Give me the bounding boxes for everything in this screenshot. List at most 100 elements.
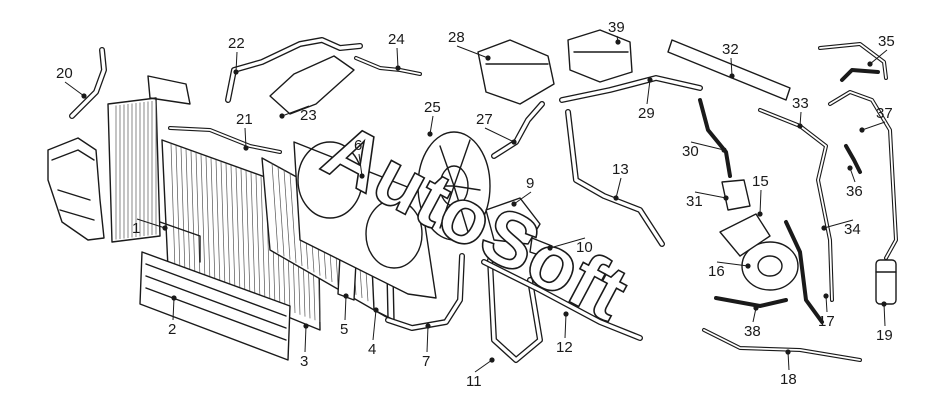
- upper-hoses: [168, 37, 422, 154]
- callout-number: 25: [424, 99, 441, 116]
- coolant-hose-29: [559, 75, 703, 247]
- callout-leader: [64, 81, 85, 97]
- callout-leader: [513, 191, 532, 205]
- callout-dot: [881, 301, 887, 307]
- callout-number: 22: [228, 35, 245, 52]
- callout-number: 3: [300, 353, 308, 370]
- coolant-hose-27: [491, 101, 545, 159]
- cooling-fan: [417, 131, 491, 241]
- fan-shroud: [293, 141, 437, 299]
- callout-dot: [757, 211, 763, 217]
- callout-11: 11: [466, 357, 495, 390]
- callout-dot: [81, 93, 87, 99]
- callout-25: 25: [424, 99, 441, 137]
- callout-22: 22: [228, 35, 245, 75]
- callout-17: 17: [818, 293, 835, 330]
- callout-dot: [233, 69, 239, 75]
- callout-leader: [690, 141, 725, 151]
- callout-24: 24: [388, 31, 405, 71]
- coolant-hose-20: [69, 47, 107, 119]
- callout-dot: [723, 195, 729, 201]
- callout-dot: [859, 127, 865, 133]
- callout-number: 20: [56, 65, 73, 82]
- callout-dot: [785, 349, 791, 355]
- callout-dot: [729, 73, 735, 79]
- callout-number: 7: [422, 353, 430, 370]
- callout-number: 12: [556, 339, 573, 356]
- callout-18: 18: [780, 349, 797, 388]
- callout-leader: [646, 79, 651, 105]
- auxiliary-radiator: [107, 75, 191, 243]
- callout-leader: [396, 47, 399, 69]
- callout-number: 38: [744, 323, 761, 340]
- callout-5: 5: [340, 293, 349, 338]
- callout-number: 9: [526, 175, 534, 192]
- callout-number: 34: [844, 221, 861, 238]
- callout-number: 6: [354, 137, 362, 154]
- callout-leader: [426, 325, 429, 353]
- lower-hoses: [385, 253, 643, 363]
- callout-number: 10: [576, 239, 593, 256]
- callout-number: 28: [448, 29, 465, 46]
- callout-31: 31: [686, 191, 729, 210]
- callout-leader: [244, 127, 247, 149]
- callout-leader: [694, 191, 727, 199]
- ac-compressor: [719, 179, 799, 291]
- callout-leader: [281, 105, 310, 117]
- callout-19: 19: [876, 301, 893, 344]
- callout-dot: [425, 323, 431, 329]
- callout-number: 36: [846, 183, 863, 200]
- callout-10: 10: [547, 237, 593, 256]
- callout-dot: [721, 147, 727, 153]
- callout-dot: [243, 145, 249, 151]
- callout-34: 34: [821, 219, 861, 238]
- compressor-lines: [702, 220, 862, 362]
- callout-2: 2: [168, 295, 177, 338]
- callout-number: 19: [876, 327, 893, 344]
- mounting-rail: [667, 39, 791, 101]
- callout-dot: [821, 225, 827, 231]
- callout-15: 15: [752, 173, 769, 217]
- callout-4: 4: [368, 307, 379, 358]
- callout-leader: [372, 309, 377, 341]
- callout-dot: [615, 39, 621, 45]
- callout-dot: [485, 55, 491, 61]
- callout-dot: [511, 139, 517, 145]
- callout-number: 18: [780, 371, 797, 388]
- callout-32: 32: [722, 41, 739, 79]
- callout-dot: [489, 357, 495, 363]
- callout-number: 16: [708, 263, 725, 280]
- callout-leader: [823, 219, 854, 229]
- callout-dot: [373, 307, 379, 313]
- callout-number: 13: [612, 161, 629, 178]
- callout-dot: [162, 225, 168, 231]
- callout-number: 1: [132, 220, 140, 237]
- callout-dot: [427, 131, 433, 137]
- callout-13: 13: [612, 161, 629, 201]
- callout-leader: [825, 295, 828, 313]
- callout-dot: [303, 323, 309, 329]
- callout-39: 39: [608, 19, 625, 45]
- callout-dot: [359, 173, 365, 179]
- callout-leader: [615, 177, 622, 199]
- callout-dot: [613, 195, 619, 201]
- callout-leader: [883, 303, 886, 327]
- callout-dot: [823, 293, 829, 299]
- callout-leader: [861, 121, 886, 131]
- callout-20: 20: [56, 65, 87, 99]
- callout-27: 27: [476, 111, 517, 145]
- callout-number: 39: [608, 19, 625, 36]
- callout-number: 24: [388, 31, 405, 48]
- callout-dot: [563, 311, 569, 317]
- callout-number: 31: [686, 193, 703, 210]
- callout-leader: [429, 115, 434, 135]
- callout-33: 33: [792, 95, 809, 129]
- callout-dot: [395, 65, 401, 71]
- callout-labels: 1234567910111213151617181920212223242527…: [56, 19, 895, 390]
- callout-36: 36: [846, 165, 863, 200]
- callout-leader: [759, 189, 762, 215]
- callout-leader: [235, 51, 238, 73]
- callout-12: 12: [556, 311, 573, 356]
- callout-leader: [549, 237, 586, 249]
